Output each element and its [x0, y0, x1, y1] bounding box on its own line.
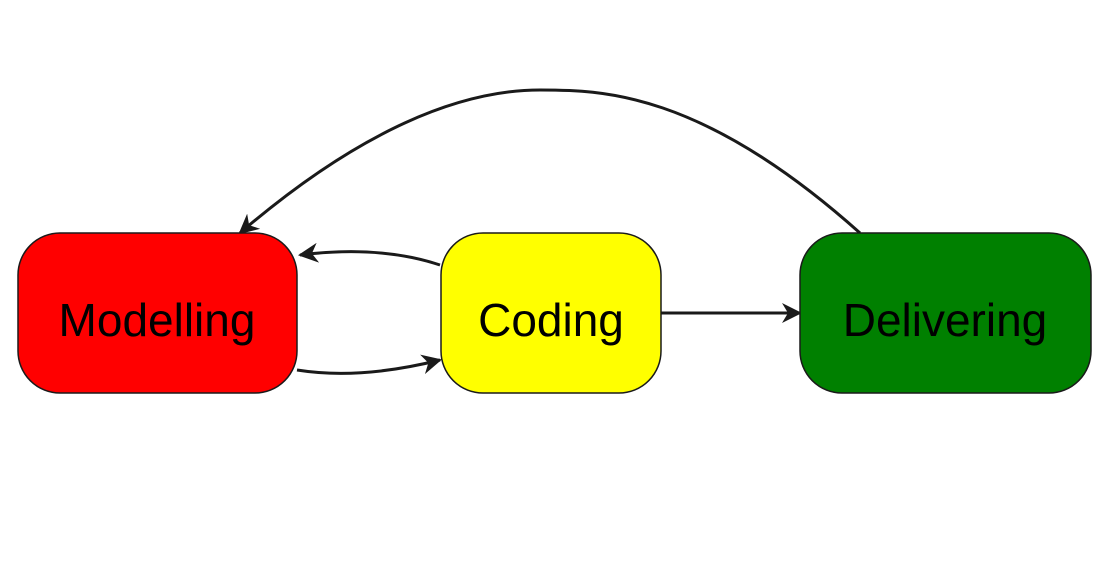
- node-label: Delivering: [843, 294, 1048, 346]
- edge-delivering-to-modelling: [238, 88, 861, 235]
- node-label: Coding: [478, 294, 624, 346]
- node-delivering[interactable]: Delivering: [799, 232, 1092, 394]
- node-coding[interactable]: Coding: [440, 232, 662, 394]
- edge-coding-to-modelling: [298, 242, 441, 267]
- edge-modelling-to-coding: [296, 354, 442, 375]
- node-modelling[interactable]: Modelling: [17, 232, 298, 394]
- node-label: Modelling: [59, 294, 256, 346]
